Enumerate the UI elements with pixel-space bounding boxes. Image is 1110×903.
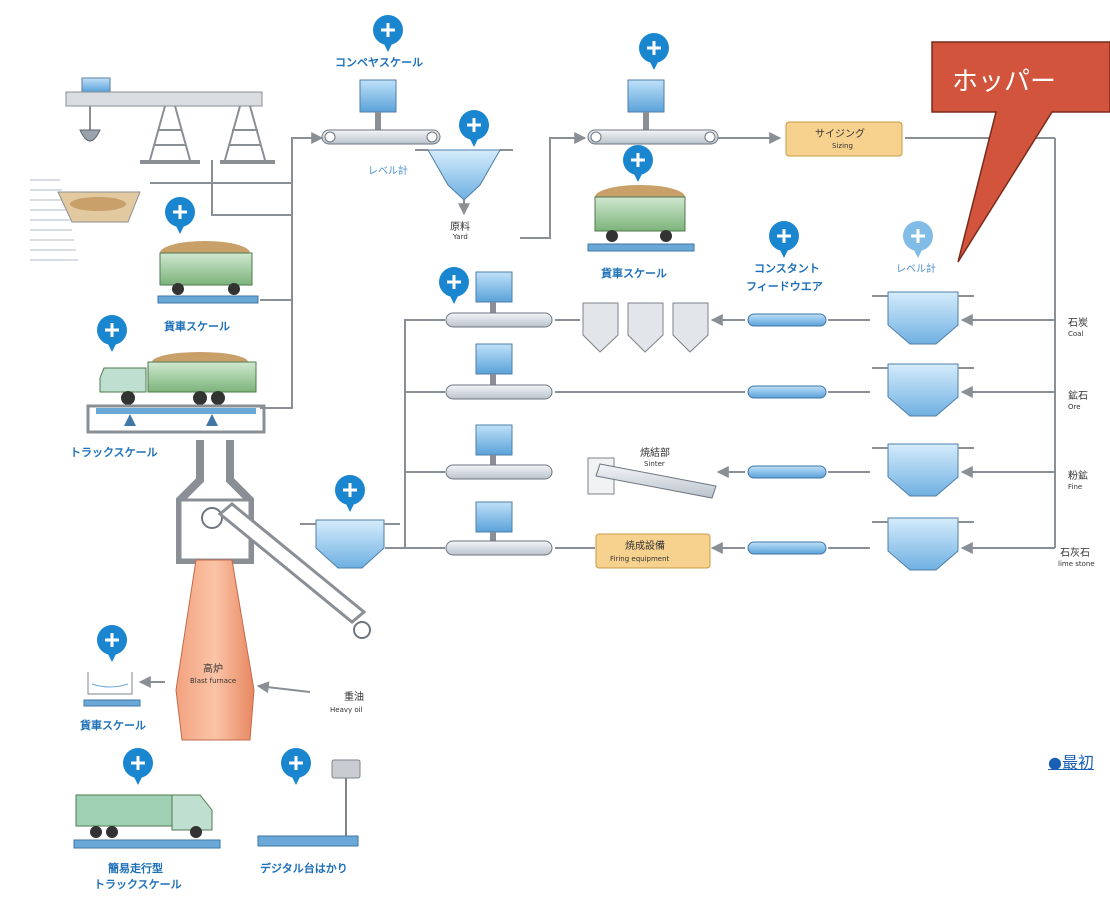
simple-truck-scale bbox=[73, 794, 221, 849]
info-pins bbox=[97, 15, 933, 785]
info-pin-wagon-left[interactable] bbox=[165, 197, 195, 234]
yard-label-ja: 原料 bbox=[450, 220, 470, 233]
bunkers bbox=[582, 302, 709, 353]
sizing-label-en: Sizing bbox=[832, 142, 853, 150]
info-pin-wagon-bottom[interactable] bbox=[97, 625, 127, 662]
blast-furnace-label-en: Blast furnace bbox=[190, 677, 236, 685]
level-meter-label-2: レベル計 bbox=[896, 262, 936, 275]
wagon-scale-left bbox=[157, 241, 259, 304]
fine-label-en: Fine bbox=[1068, 483, 1082, 491]
coal-label-en: Coal bbox=[1068, 330, 1083, 338]
info-pin-feeder[interactable] bbox=[769, 221, 799, 258]
info-pin-digital[interactable] bbox=[281, 748, 311, 785]
digital-platform-label: デジタル台はかり bbox=[260, 861, 348, 875]
conveyor-row-3 bbox=[445, 424, 553, 480]
hopper-callout: ホッパー bbox=[931, 41, 1110, 263]
firing-label-ja: 焼成設備 bbox=[625, 539, 665, 552]
sizing-box bbox=[785, 121, 903, 157]
wagon-scale-left-label: 貨車スケール bbox=[164, 319, 230, 333]
fine-label-ja: 粉鉱 bbox=[1068, 469, 1088, 482]
callout-text: ホッパー bbox=[952, 67, 1056, 97]
info-pin-conveyor-row[interactable] bbox=[439, 267, 469, 304]
sinter-label-en: Sinter bbox=[644, 460, 665, 468]
constant-feeder-label-1: コンスタント bbox=[754, 262, 820, 275]
info-pin-furnace-hopper[interactable] bbox=[335, 475, 365, 512]
wagon-scale-bottom-label: 貨車スケール bbox=[80, 718, 146, 732]
conveyor-row-1 bbox=[445, 271, 553, 328]
conveyor-scale-label: コンベヤスケール bbox=[335, 56, 423, 69]
blast-furnace bbox=[175, 440, 371, 741]
constant-feeder-label-2: フィードウエア bbox=[746, 280, 823, 293]
sinter-unit bbox=[587, 457, 717, 499]
wagon-scale-top-label: 貨車スケール bbox=[601, 266, 667, 280]
heavy-oil-label-en: Heavy oil bbox=[330, 706, 363, 714]
lime-label-en: lime stone bbox=[1058, 560, 1095, 568]
simple-truck-label-1: 簡易走行型 bbox=[108, 861, 163, 875]
truck-scale bbox=[86, 352, 266, 434]
digital-platform-scale bbox=[257, 759, 361, 847]
info-pin-level-1[interactable] bbox=[459, 110, 489, 147]
sizing-label-ja: サイジング bbox=[815, 127, 865, 140]
coal-label-ja: 石炭 bbox=[1068, 317, 1088, 329]
constant-feeders bbox=[747, 313, 827, 555]
flow-lines bbox=[138, 132, 1056, 694]
info-pin-conveyor-2[interactable] bbox=[639, 33, 669, 70]
blast-furnace-label-ja: 高炉 bbox=[203, 662, 223, 675]
info-pin-wagon-top[interactable] bbox=[623, 145, 653, 182]
conveyor-scale-2 bbox=[587, 79, 719, 145]
right-hoppers bbox=[887, 291, 959, 571]
hopper-brackets bbox=[872, 295, 974, 523]
conveyor-row-4 bbox=[445, 501, 553, 556]
wagon-scale-top bbox=[587, 185, 695, 252]
info-pin-truck[interactable] bbox=[97, 315, 127, 352]
lime-label-ja: 石灰石 bbox=[1060, 546, 1090, 559]
gantry-crane bbox=[30, 77, 275, 261]
first-link[interactable]: ●最初 bbox=[1048, 753, 1094, 772]
simple-truck-label-2: トラックスケール bbox=[94, 878, 182, 891]
hopper-1 bbox=[415, 149, 513, 216]
level-meter-label-1: レベル計 bbox=[368, 164, 408, 177]
conveyor-row-2 bbox=[445, 343, 553, 400]
wagon-scale-bottom bbox=[83, 672, 141, 707]
truck-scale-label: トラックスケール bbox=[70, 446, 158, 459]
info-pin-level-2[interactable] bbox=[903, 221, 933, 258]
ore-label-ja: 鉱石 bbox=[1068, 389, 1088, 402]
conveyor-scale-1 bbox=[321, 79, 441, 145]
sinter-label-ja: 焼結部 bbox=[640, 446, 670, 459]
yard-label-en: Yard bbox=[452, 233, 468, 241]
ore-label-en: Ore bbox=[1068, 403, 1081, 411]
heavy-oil-label-ja: 重油 bbox=[344, 690, 364, 703]
hopper-furnace-feed bbox=[300, 519, 400, 569]
firing-box bbox=[595, 533, 711, 569]
firing-label-en: Firing equipment bbox=[610, 555, 670, 563]
info-pin-conveyor[interactable] bbox=[373, 15, 403, 52]
info-pin-simple-truck[interactable] bbox=[123, 748, 153, 785]
